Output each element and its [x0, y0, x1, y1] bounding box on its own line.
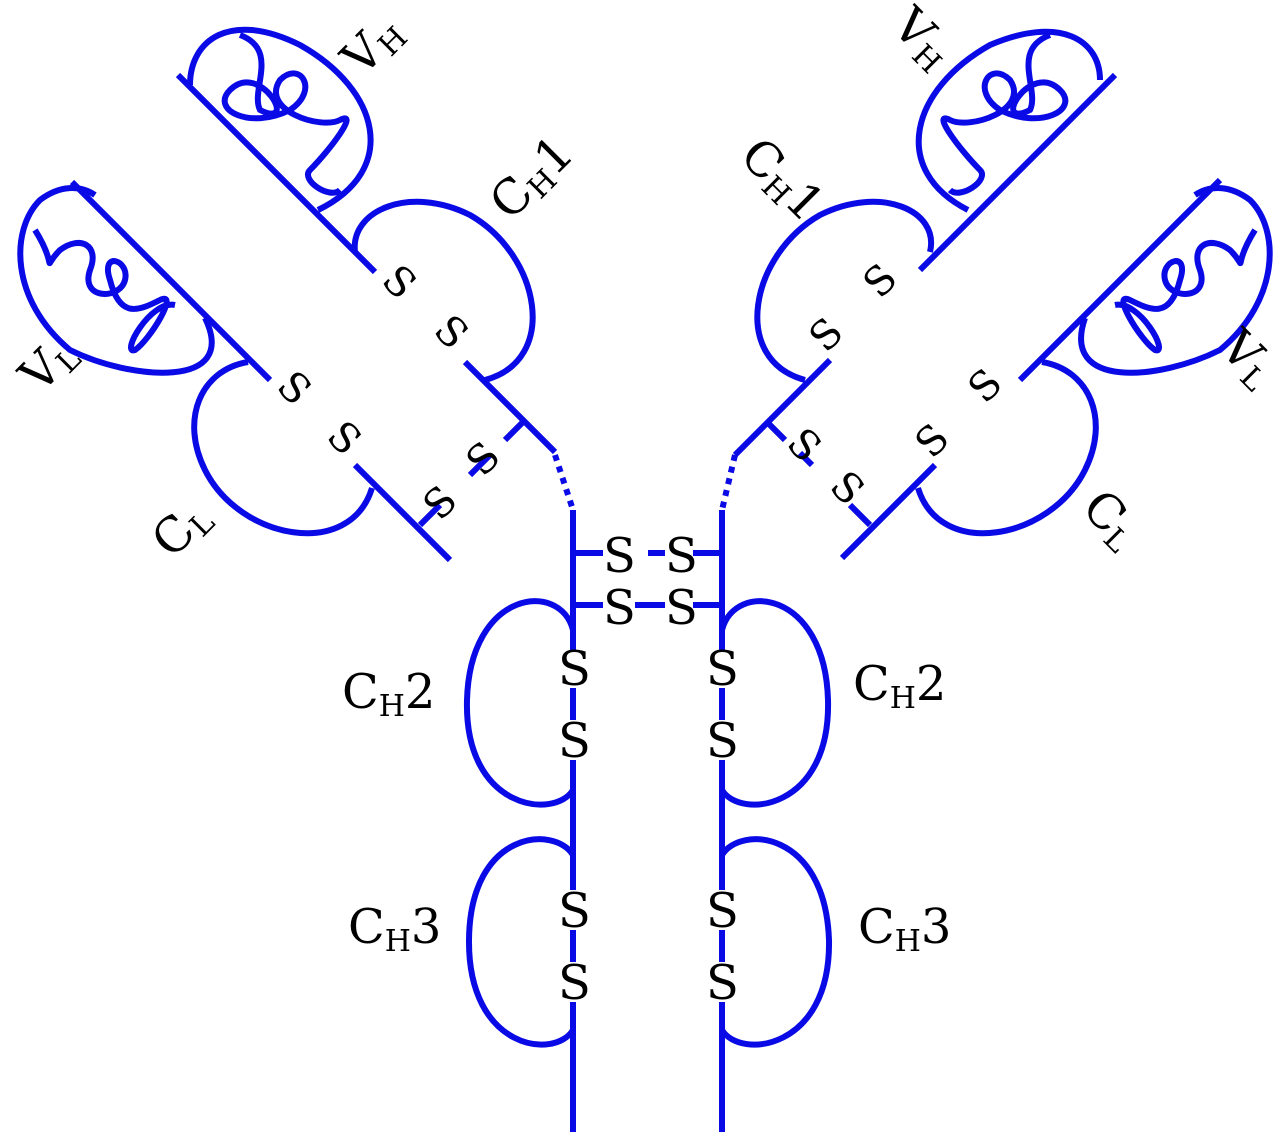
s-atom: S: [706, 641, 739, 697]
s-atom: S: [821, 463, 873, 515]
s-atom: S: [318, 413, 370, 465]
ch3-label-right: CH3: [858, 899, 951, 959]
s-atom: S: [558, 713, 591, 769]
s-atom: S: [425, 307, 477, 359]
ch1-label-left: CH1: [479, 125, 586, 232]
s-atom: S: [558, 883, 591, 939]
ch3-label-left: CH3: [348, 899, 441, 959]
ch2-loop-right: [719, 598, 832, 808]
s-atom: S: [706, 955, 739, 1011]
hinge-dotted-left: [552, 454, 576, 511]
s-atom: S: [268, 363, 320, 415]
s-atom: S: [706, 883, 739, 939]
ch2-label-left: CH2: [342, 664, 435, 724]
vl-domain-right: [1078, 185, 1273, 376]
ch2-label-right: CH2: [853, 656, 946, 716]
s-atom: S: [855, 255, 907, 307]
ch2-loop-left: [463, 598, 576, 808]
ch1-domain-right: [754, 198, 935, 383]
cl-label-right: CL: [1070, 479, 1151, 560]
s-atom: S: [907, 415, 959, 467]
left-light-arm: [69, 179, 273, 383]
vl-label-right: VL: [1207, 318, 1280, 398]
s-atom: S: [665, 528, 698, 584]
s-atom: S: [558, 641, 591, 697]
vl-label-left: VL: [8, 325, 88, 405]
vl-domain-left: [17, 185, 215, 376]
vh-domain-left: [187, 26, 374, 213]
domain-labels: CH2 CH2 CH3 CH3 VH VH CH1 CH1 VL VL CL C…: [8, 0, 1280, 959]
ch3-loop-right: [719, 836, 833, 1048]
cl-domain-left: [191, 359, 375, 537]
ch1-domain-left: [351, 198, 536, 383]
s-atom: S: [960, 360, 1012, 412]
cl-label-left: CL: [141, 489, 222, 570]
s-atom: S: [603, 528, 636, 584]
s-atom: S: [458, 433, 510, 485]
ch3-loop-left: [465, 836, 576, 1048]
disulfide-labels: S S S S S S S S S S S S S S S S S S S S …: [268, 255, 1012, 1011]
s-atom: S: [603, 580, 636, 636]
left-heavy-arm: [175, 72, 378, 275]
right-heavy-arm: [917, 72, 1118, 273]
s-atom: S: [558, 955, 591, 1011]
s-atom: S: [665, 580, 698, 636]
vh-label-right: VH: [879, 0, 964, 81]
s-atom: S: [778, 420, 830, 472]
right-light-arm: [1017, 177, 1223, 383]
s-atom: S: [801, 309, 853, 361]
s-atom: S: [373, 257, 425, 309]
hinge-disulfide-bonds: [573, 550, 722, 608]
cl-domain-right: [915, 359, 1099, 537]
vh-domain-right: [915, 28, 1103, 213]
hinge-dotted-right: [719, 454, 738, 511]
s-atom: S: [706, 713, 739, 769]
